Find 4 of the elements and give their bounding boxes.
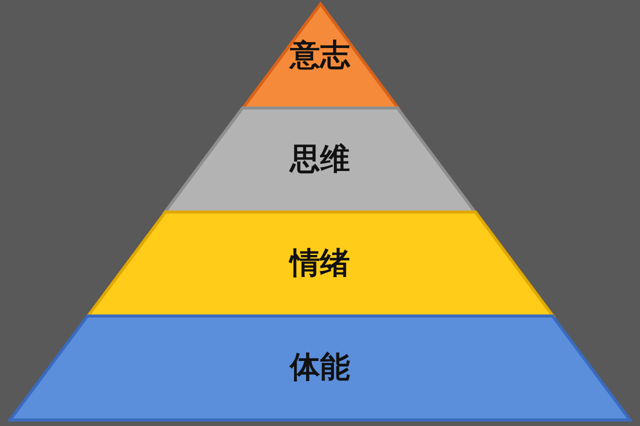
layer-label: 情绪 — [290, 245, 350, 284]
layer-label: 体能 — [290, 349, 350, 388]
layer-label: 意志 — [290, 37, 350, 76]
layer-label: 思维 — [290, 141, 350, 180]
